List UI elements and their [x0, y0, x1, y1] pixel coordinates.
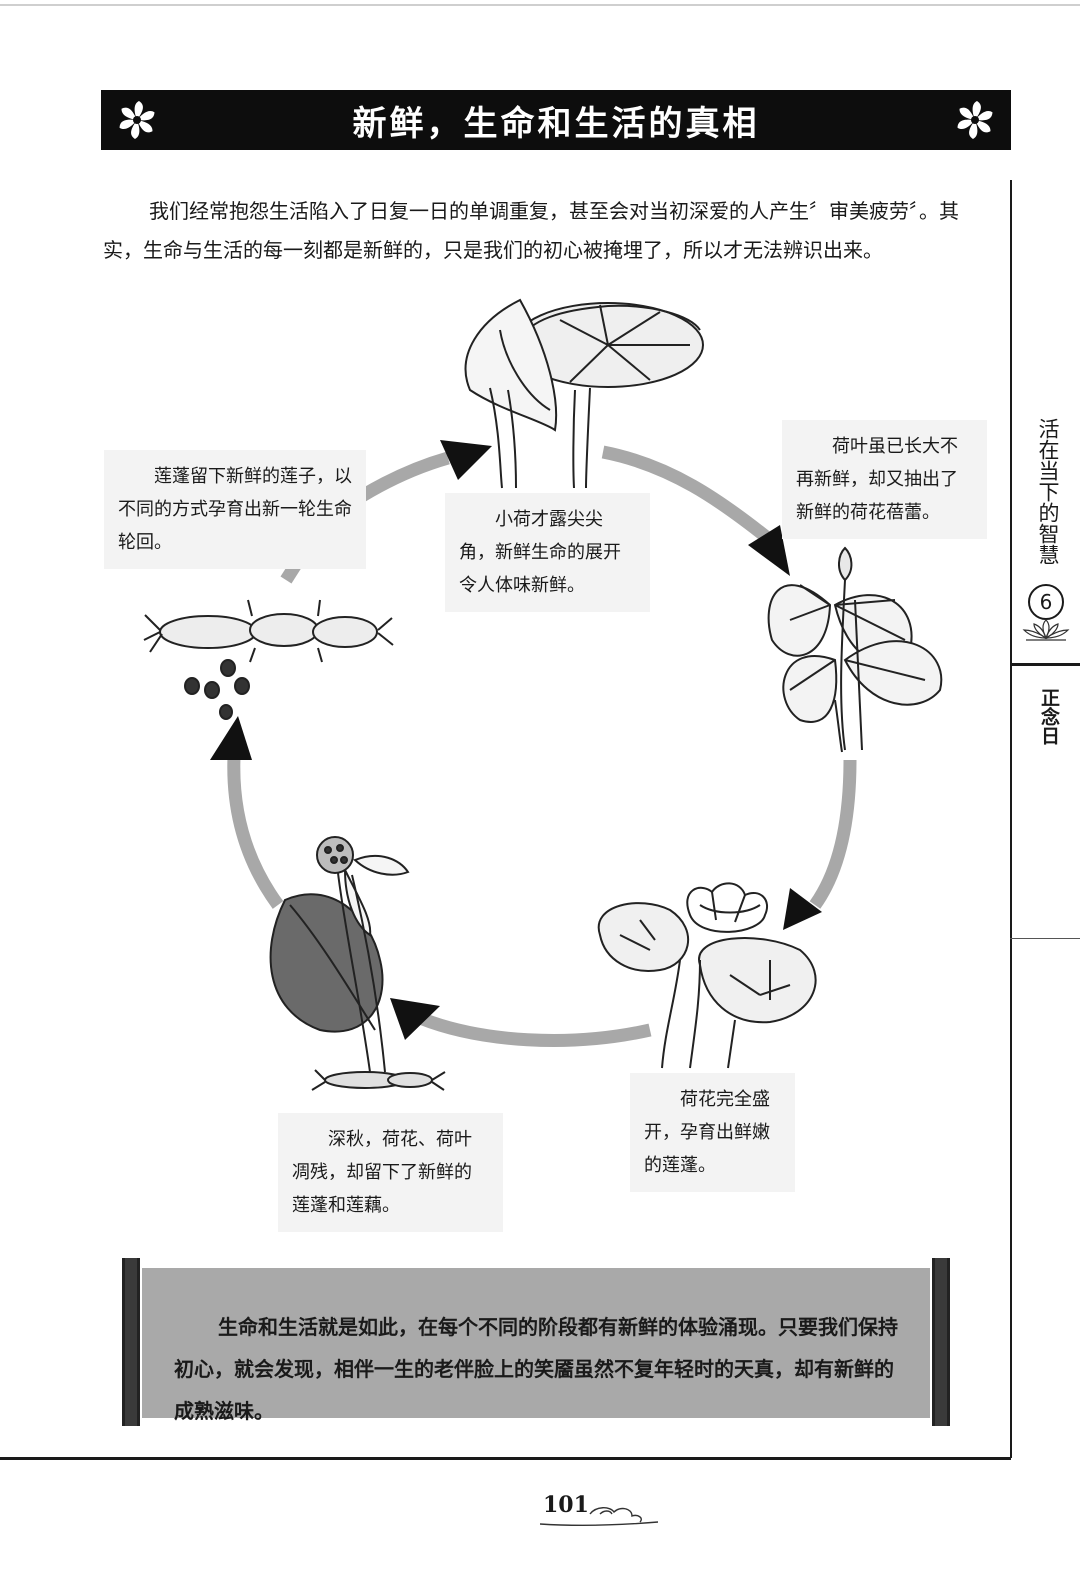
sidebar-divider [1010, 180, 1012, 1458]
stage-3-bloom-illustration [597, 882, 817, 1069]
scroll-rod-left [122, 1258, 140, 1426]
stage-4-caption: 深秋，荷花、荷叶凋残，却留下了新鲜的莲蓬和莲藕。 [278, 1113, 503, 1232]
arrowhead-1 [440, 440, 492, 480]
cycle-arc-right [809, 759, 857, 909]
stage-5-caption: 莲蓬留下新鲜的莲子，以不同的方式孕育出新一轮生命轮回。 [104, 450, 366, 569]
summary-text: 生命和生活就是如此，在每个不同的阶段都有新鲜的体验涌现。只要我们保持初心，就会发… [174, 1315, 898, 1423]
sidebar-chapter-number: 6 [1028, 584, 1064, 620]
arrowhead-4 [390, 998, 440, 1040]
summary-scroll: 生命和生活就是如此，在每个不同的阶段都有新鲜的体验涌现。只要我们保持初心，就会发… [122, 1258, 950, 1426]
cycle-arrowheads [210, 440, 822, 1040]
arrowhead-5 [210, 716, 252, 760]
pinwheel-ornament-icon [957, 101, 993, 139]
page-number: 101 [543, 1492, 589, 1518]
sidebar-rule [1010, 938, 1080, 939]
stage-3-caption: 荷花完全盛开，孕育出鲜嫩的莲蓬。 [630, 1073, 795, 1192]
scroll-rod-right [932, 1258, 950, 1426]
stage-2-caption: 荷叶虽已长大不再新鲜，却又抽出了新鲜的荷花蓓蕾。 [782, 420, 987, 539]
sidebar-book-title: 活在当下的智慧 [1036, 418, 1060, 565]
lotus-ornament-icon [1022, 619, 1070, 641]
scroll-paper [142, 1268, 930, 1418]
cloud-ornament-icon [540, 1507, 659, 1526]
cycle-arc-bottom [417, 1011, 652, 1047]
cycle-arc-top-right [601, 445, 775, 546]
sidebar-section-label: 正念日 [1038, 688, 1060, 745]
page-title: 新鲜，生命和生活的真相 [352, 103, 760, 144]
cycle-arc-left [227, 756, 284, 909]
sidebar-rule [1010, 663, 1080, 666]
stage-4-withered-illustration [269, 836, 446, 1091]
section-title-bar: 新鲜，生命和生活的真相 [101, 90, 1011, 150]
cycle-arc-top-left [358, 451, 450, 502]
cycle-arrows [227, 445, 857, 1047]
arrowhead-3 [783, 888, 822, 930]
footer-rule [0, 1457, 1011, 1460]
stage-2-bud-illustration [767, 546, 943, 753]
top-edge-line [0, 4, 1080, 6]
stage-1-young-leaf-illustration [464, 298, 704, 489]
stage-5-root-seeds-illustration [143, 599, 394, 720]
stage-1-caption: 小荷才露尖尖角，新鲜生命的展开令人体味新鲜。 [445, 493, 650, 612]
pinwheel-ornament-icon [119, 101, 155, 139]
arrowhead-2 [748, 525, 790, 576]
intro-paragraph: 我们经常抱怨生活陷入了日复一日的单调重复，甚至会对当初深爱的人产生〞审美疲劳〞。… [103, 199, 959, 262]
